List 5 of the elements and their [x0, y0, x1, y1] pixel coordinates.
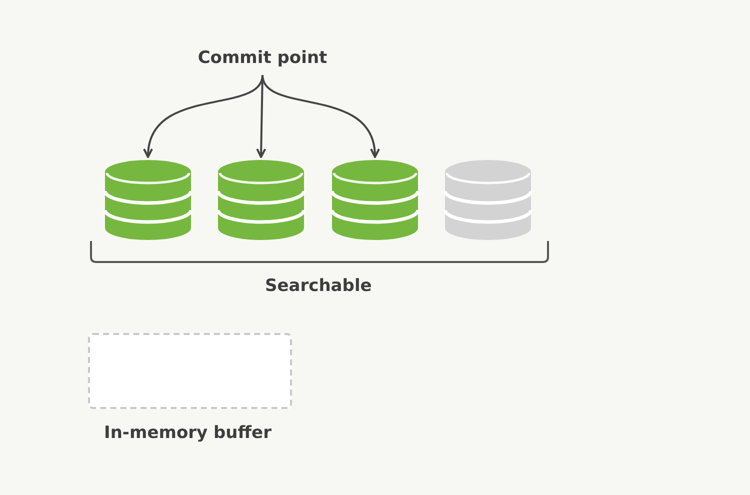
- arrow: [144, 74, 264, 158]
- arrow: [262, 74, 379, 158]
- group-label: Searchable: [265, 276, 372, 296]
- commit-point-heading: Commit point: [196, 47, 328, 70]
- buffer-caption: In-memory buffer: [104, 423, 272, 443]
